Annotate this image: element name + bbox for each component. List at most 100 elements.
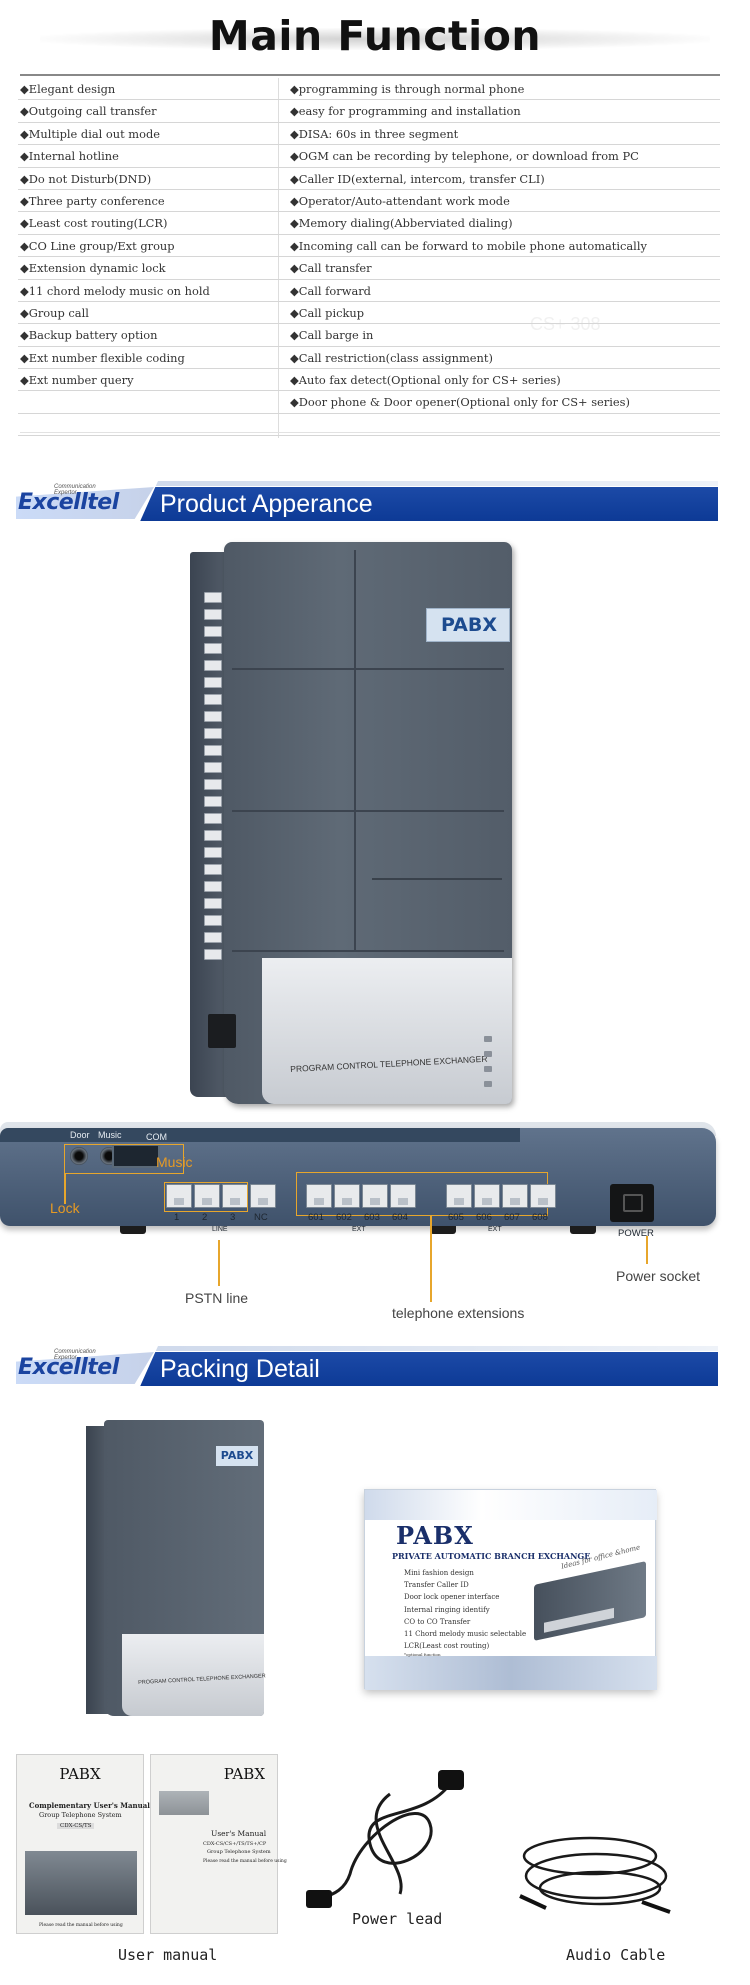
ext-number: 604 — [392, 1212, 408, 1223]
line-number: NC — [254, 1212, 268, 1223]
feature-row: ◆Least cost routing(LCR)◆Memory dialing(… — [18, 212, 720, 235]
rj11-port — [204, 694, 222, 705]
feature-row: ◆Internal hotline◆OGM can be recording b… — [18, 145, 720, 168]
unit-seam — [232, 668, 504, 670]
ext-number: 605 — [448, 1212, 464, 1223]
panel-foot — [430, 1226, 456, 1234]
rj11-port — [204, 745, 222, 756]
rj11-port — [204, 813, 222, 824]
ext-caption: EXT — [352, 1226, 366, 1233]
main-function-title: Main Function — [208, 12, 542, 60]
audio-jack-icon — [641, 1900, 671, 1914]
box-feature: 11 Chord melody music selectable — [404, 1630, 527, 1639]
manual-product-photo — [25, 1851, 137, 1915]
panel-top-edge — [0, 1128, 520, 1142]
feature-right: ◆OGM can be recording by telephone, or d… — [290, 149, 639, 164]
panel-foot — [570, 1226, 596, 1234]
feature-row: ◆CO Line group/Ext group◆Incoming call c… — [18, 235, 720, 258]
table-bottom-rule — [20, 432, 720, 433]
manual-title: PABX — [223, 1765, 265, 1783]
product-appearance-heading: Product Apperance — [160, 490, 373, 518]
panel-label-door: Door — [70, 1130, 90, 1140]
feature-left: ◆CO Line group/Ext group — [20, 238, 175, 253]
table-column-divider — [278, 78, 279, 438]
unit-seam — [354, 550, 356, 950]
extensions-callout-line — [430, 1216, 432, 1302]
lock-callout-line — [64, 1174, 66, 1204]
packed-pabx-unit — [86, 1420, 264, 1716]
retail-box: PABX PRIVATE AUTOMATIC BRANCH EXCHANGE I… — [364, 1489, 657, 1695]
pabx-unit-front-view: PABX PROGRAM CONTROL TELEPHONE EXCHANGER — [190, 542, 512, 1104]
banner-accent-line — [10, 1346, 718, 1351]
unit-seam — [232, 950, 504, 952]
com-port — [112, 1144, 160, 1168]
ext-number: 602 — [336, 1212, 352, 1223]
packing-detail-heading: Packing Detail — [160, 1355, 320, 1383]
panel-label-com: COM — [146, 1132, 167, 1142]
feature-left: ◆Multiple dial out mode — [20, 126, 160, 141]
feature-row: ◆Ext number query◆Auto fax detect(Option… — [18, 369, 720, 392]
feature-left: ◆Do not Disturb(DND) — [20, 171, 152, 186]
manual-line: Please read the manual before using — [203, 1859, 287, 1864]
audio-cable-image — [519, 1836, 671, 1914]
feature-right: ◆Call barge in — [290, 328, 374, 343]
rj11-port — [204, 626, 222, 637]
manual-title: PABX — [59, 1765, 101, 1783]
rj11-port — [204, 660, 222, 671]
side-port-column — [198, 592, 228, 987]
feature-row: ◆11 chord melody music on hold◆Call forw… — [18, 280, 720, 302]
ext-port — [502, 1184, 528, 1208]
rj11-port — [204, 864, 222, 875]
feature-left: ◆Extension dynamic lock — [20, 261, 166, 276]
feature-right: ◆Door phone & Door opener(Optional only … — [290, 395, 630, 410]
manual-product-photo — [159, 1791, 209, 1815]
rj11-port — [204, 779, 222, 790]
banner-accent-line — [10, 481, 718, 486]
ext-caption: EXT — [488, 1226, 502, 1233]
rj11-port — [204, 677, 222, 688]
logo-text: Excelltel — [18, 490, 119, 515]
feature-left: ◆11 chord melody music on hold — [20, 283, 210, 298]
feature-right: ◆Call restriction(class assignment) — [290, 350, 493, 365]
rj11-port — [204, 898, 222, 909]
feature-left: ◆Three party conference — [20, 193, 165, 208]
user-manual-2: PABX User's Manual CDX-CS/CS+/TS/TS+/CP … — [150, 1754, 287, 1934]
user-manual-1: PABX Complementary User's Manual Group T… — [16, 1754, 150, 1934]
feature-table: ◆Elegant design◆programming is through n… — [18, 78, 720, 437]
plug-icon — [438, 1770, 464, 1790]
line-number: 3 — [230, 1212, 236, 1223]
line-port — [166, 1184, 192, 1208]
feature-right: ◆Call pickup — [290, 305, 365, 320]
line-caption: LINE — [212, 1226, 228, 1233]
ext-number: 603 — [364, 1212, 380, 1223]
feature-row: ◆Outgoing call transfer ◆easy for program… — [18, 100, 720, 123]
feature-left: ◆Elegant design — [20, 82, 116, 96]
feature-left — [20, 391, 282, 413]
manual-line: Group Telephone System — [39, 1811, 122, 1819]
feature-left: ◆Outgoing call transfer — [20, 104, 157, 119]
feature-row: ◆Backup battery option◆Call barge in — [18, 324, 720, 347]
rj11-port — [204, 796, 222, 807]
rj11-port — [204, 932, 222, 943]
ext-port — [334, 1184, 360, 1208]
feature-row: ◆Three party conference ◆Operator/Auto-at… — [18, 190, 720, 213]
feature-right: ◆Auto fax detect(Optional only for CS+ s… — [290, 373, 561, 388]
manual-line: Group Telephone System — [207, 1849, 271, 1855]
jack-highlight-box — [64, 1144, 184, 1174]
line-number: 2 — [202, 1212, 208, 1223]
ext-number: 601 — [308, 1212, 324, 1223]
audio-cable-caption: Audio Cable — [566, 1946, 666, 1964]
feature-right: ◆easy for programming and installation — [290, 104, 521, 119]
feature-row — [18, 414, 720, 437]
feature-right: ◆Operator/Auto-attendant work mode — [290, 193, 510, 208]
table-top-rule — [20, 74, 720, 76]
feature-row: ◆Extension dynamic lock◆Call transfer — [18, 257, 720, 280]
panel-label-music: Music — [98, 1130, 122, 1140]
title-shadow — [40, 28, 710, 50]
led-indicator — [484, 1066, 492, 1072]
